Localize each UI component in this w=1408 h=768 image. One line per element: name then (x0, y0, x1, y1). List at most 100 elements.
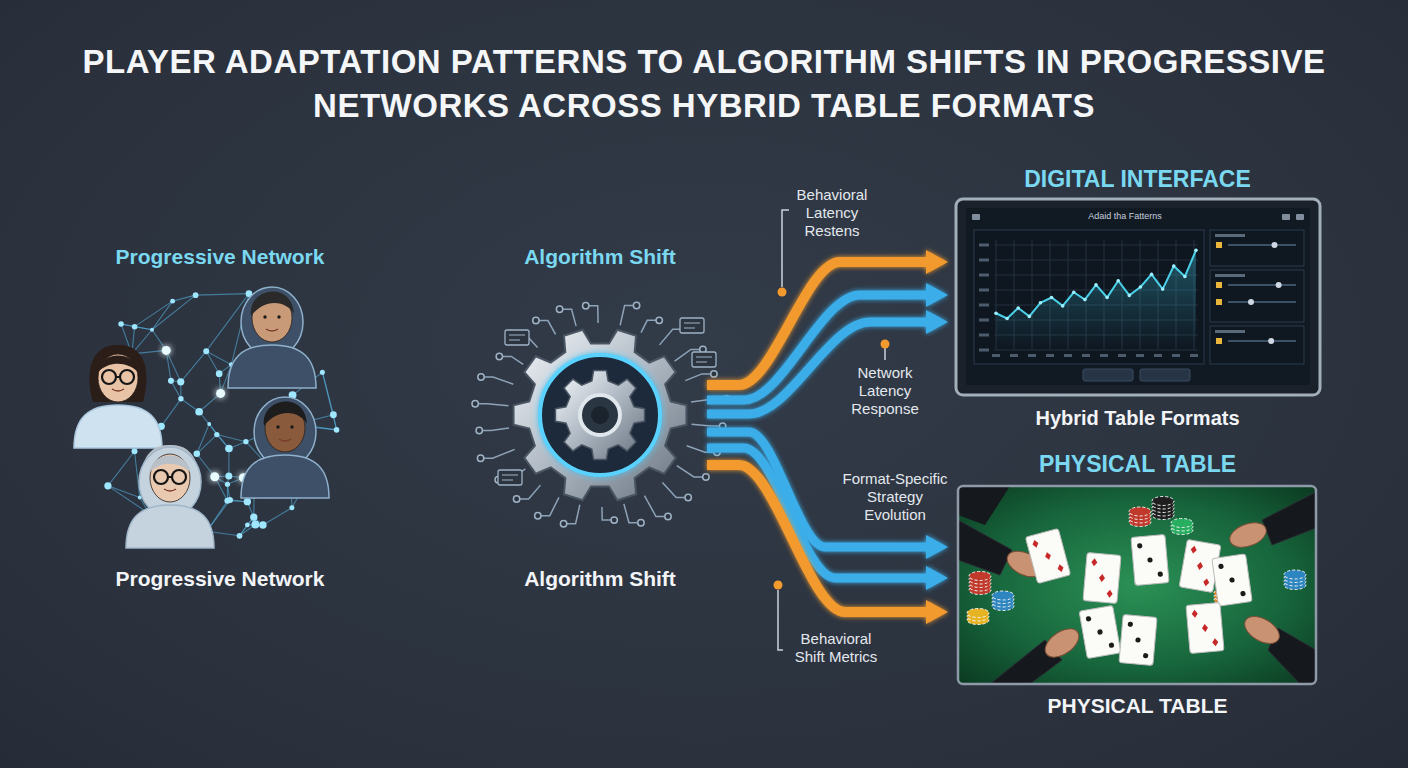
person-hair (264, 402, 307, 426)
chart-point (1105, 296, 1109, 300)
network-link (209, 424, 229, 448)
table-photo (958, 486, 1316, 684)
chart-panel (974, 230, 1204, 364)
poker-chip (1284, 570, 1306, 579)
chart-point (1116, 279, 1120, 283)
chart-point (1039, 301, 1043, 305)
circuit-pad (703, 474, 709, 480)
card-suit (1086, 616, 1092, 622)
person-glasses (120, 370, 134, 384)
node-heading: Progressive Network (116, 244, 325, 269)
circuit-pad (535, 512, 541, 518)
circuit-pad (711, 371, 717, 377)
network-dot (245, 523, 250, 528)
table-illustration (958, 486, 1316, 684)
slider-knob (1271, 242, 1277, 248)
flow-arrow (362, 416, 471, 425)
player-hand (1240, 611, 1284, 649)
interface-node: DIGITAL INTERFACEHybrid Table Formats (950, 162, 1325, 434)
node-caption: PHYSICAL TABLE (1047, 693, 1227, 718)
flow-arrow (362, 374, 471, 383)
chart-point (1072, 290, 1076, 294)
circuit-trace (641, 320, 656, 332)
network-link (181, 351, 206, 382)
chart-point (1050, 296, 1054, 300)
chart-area (996, 250, 1196, 350)
ui-icon (1296, 214, 1304, 220)
axis-tick (1010, 354, 1018, 357)
circuit-pad (560, 521, 566, 527)
circuit-trace (502, 356, 523, 364)
circuit-pad (685, 494, 691, 500)
axis-tick (979, 349, 989, 352)
person-hair (150, 456, 190, 473)
ui-button (1083, 369, 1133, 381)
network-dot (259, 521, 266, 528)
monitor-screen (966, 208, 1310, 385)
circuit-pad (633, 302, 639, 308)
card-face (1131, 535, 1169, 586)
network-dot (170, 299, 175, 304)
side-panel (1210, 270, 1304, 322)
network-link (161, 399, 181, 427)
node-heading: PHYSICAL TABLE (1039, 451, 1236, 479)
card-suit (1137, 543, 1143, 549)
playing-card (1212, 554, 1252, 606)
person-hair (251, 292, 294, 316)
slider-track (1228, 301, 1296, 303)
chart-point (1128, 294, 1132, 298)
poker-chip (969, 572, 991, 581)
card-suit (1203, 578, 1210, 587)
card-suit (1031, 539, 1039, 548)
gear-ring (540, 355, 660, 475)
chart-point (994, 311, 998, 315)
screen-header-text: Adaid tha Fatterns (1050, 211, 1200, 221)
person-eye (276, 425, 279, 428)
circuit-trace (541, 497, 559, 515)
poker-chip (1129, 507, 1151, 516)
axis-tick (1172, 354, 1180, 357)
network-dot (216, 370, 223, 377)
circuit-trace (685, 374, 711, 381)
circuit-trace (644, 496, 665, 517)
person-avatar (241, 397, 329, 498)
circuit-pad (496, 353, 502, 359)
poker-chip (992, 591, 1014, 600)
photo-frame (958, 486, 1316, 684)
network-link (322, 372, 336, 430)
axis-tick (1046, 354, 1054, 357)
chip-icon (684, 328, 695, 329)
circuit-trace (484, 377, 513, 384)
leader-dot (774, 581, 783, 590)
chart-grid (994, 260, 1198, 261)
network-dot (207, 422, 211, 426)
network-dot (334, 427, 340, 433)
leader-line (782, 210, 789, 287)
chip-icon (696, 357, 712, 358)
network-dot (227, 497, 233, 503)
player-sleeve (958, 486, 1010, 525)
circuit-trace (539, 321, 556, 335)
network-dot (193, 292, 199, 298)
card-suit (1202, 624, 1209, 632)
arrow-label: Format-Specific Strategy Evolution (836, 470, 954, 524)
person-glasses (102, 370, 116, 384)
circuit-pad (476, 427, 482, 433)
network-link (228, 449, 229, 477)
axis-tick (979, 259, 989, 262)
network-link (197, 424, 209, 454)
network-dot (132, 324, 137, 329)
network-illustration (74, 287, 339, 548)
person-body (126, 505, 214, 548)
card-suit (1147, 557, 1153, 563)
gear-hole (591, 406, 609, 424)
ui-icon (972, 214, 980, 220)
playing-card (1119, 615, 1157, 666)
poker-chip (1171, 519, 1193, 528)
axis-tick (1082, 354, 1090, 357)
circuit-pad (533, 317, 539, 323)
slider-knob (1268, 338, 1274, 344)
card-suit (1108, 642, 1114, 648)
network-dot (251, 521, 259, 529)
circuit-trace (662, 483, 685, 498)
